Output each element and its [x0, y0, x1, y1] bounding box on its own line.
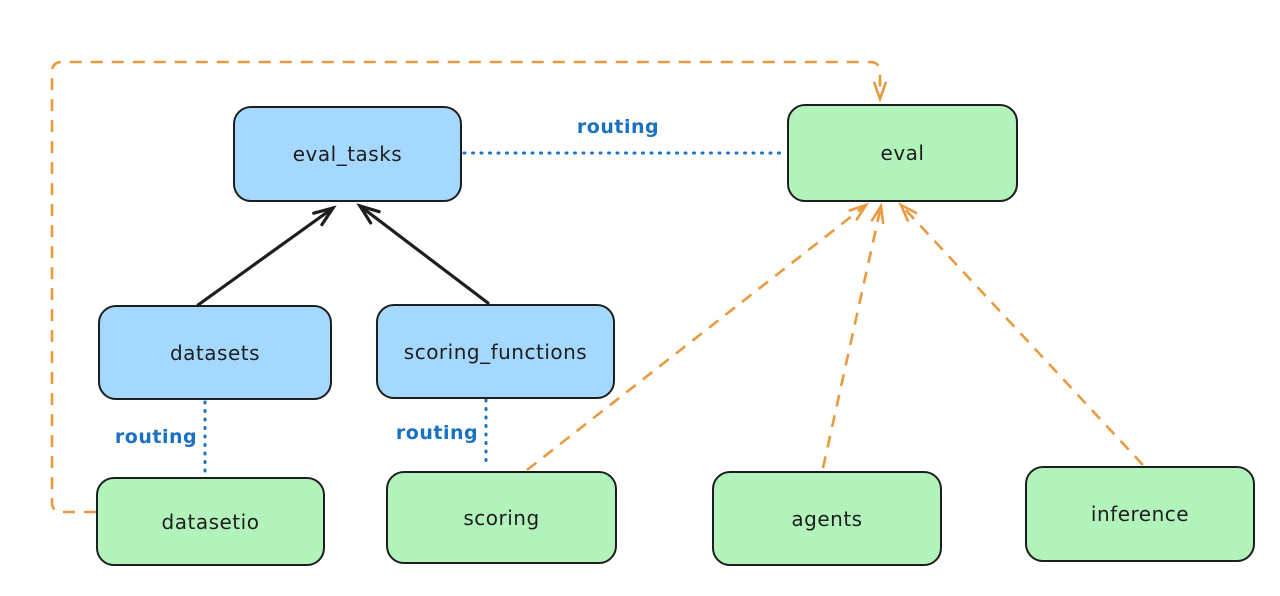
- node-label-agents: agents: [791, 506, 863, 531]
- node-inference: inference: [1025, 466, 1255, 562]
- edge-datasetio-eval: [50, 60, 882, 514]
- arrowhead-datasets-eval_tasks: [312, 205, 337, 227]
- edge-label-routing-eval_tasks: routing: [576, 116, 660, 138]
- edge-label-routing-scoring_functions: routing: [395, 422, 479, 444]
- edge-datasets-eval_tasks: [196, 206, 335, 307]
- arrowhead-datasetio-eval: [873, 81, 887, 103]
- node-label-eval: eval: [880, 141, 925, 165]
- edge-inference-eval: [900, 204, 1144, 466]
- node-eval: eval: [787, 104, 1018, 202]
- edge-agents-eval: [821, 205, 883, 469]
- node-label-scoring_functions: scoring_functions: [403, 339, 588, 364]
- node-label-inference: inference: [1090, 502, 1190, 526]
- edge-scoring_functions-eval_tasks: [358, 204, 490, 305]
- node-scoring: scoring: [386, 471, 617, 564]
- edge-scoring-eval: [526, 203, 867, 472]
- node-agents: agents: [712, 471, 942, 566]
- node-label-datasets: datasets: [169, 340, 261, 365]
- node-eval_tasks: eval_tasks: [233, 106, 462, 202]
- arrowhead-scoring-eval: [848, 202, 870, 221]
- edge-label-routing-datasets: routing: [114, 426, 198, 448]
- node-scoring_functions: scoring_functions: [376, 304, 615, 399]
- arrowhead-inference-eval: [898, 202, 918, 222]
- node-label-scoring: scoring: [463, 505, 540, 530]
- arrowhead-scoring_functions-eval_tasks: [356, 203, 381, 225]
- node-label-eval_tasks: eval_tasks: [292, 142, 403, 166]
- node-datasets: datasets: [98, 305, 332, 400]
- node-label-datasetio: datasetio: [161, 509, 260, 534]
- arrowhead-agents-eval: [870, 202, 885, 225]
- node-datasetio: datasetio: [96, 477, 325, 566]
